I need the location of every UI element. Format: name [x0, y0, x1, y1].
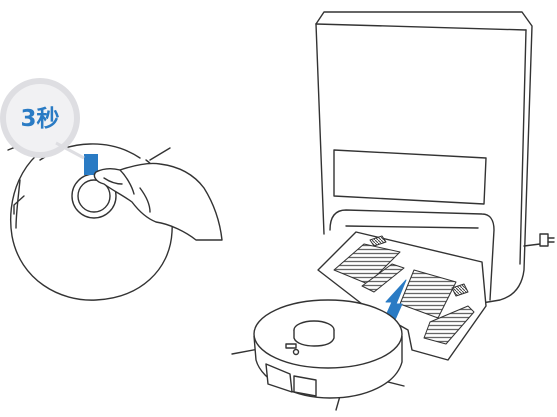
hold-duration-label: 3秒 — [20, 106, 59, 132]
robot-vacuum-perspective — [232, 300, 404, 410]
